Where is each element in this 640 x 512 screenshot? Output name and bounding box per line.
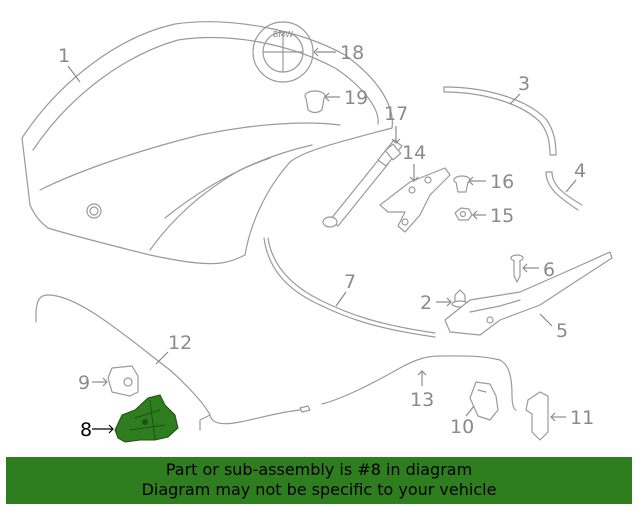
svg-text:1: 1 xyxy=(58,45,70,67)
callout-2: 2 xyxy=(420,292,452,314)
callout-3: 3 xyxy=(509,73,530,105)
callout-7: 7 xyxy=(335,271,356,307)
callout-16: 16 xyxy=(468,171,514,193)
svg-text:19: 19 xyxy=(344,87,368,109)
callout-13: 13 xyxy=(410,370,434,411)
info-banner: Part or sub-assembly is #8 in diagram Di… xyxy=(6,457,632,504)
lock-support-bracket[interactable] xyxy=(444,251,613,336)
svg-text:16: 16 xyxy=(490,171,514,193)
parts-diagram: BMW xyxy=(21,21,613,443)
callout-8: 8 xyxy=(80,419,114,441)
release-bracket[interactable] xyxy=(525,391,549,441)
svg-text:8: 8 xyxy=(80,419,92,441)
hood-lock-assembly[interactable] xyxy=(114,394,179,443)
callout-19: 19 xyxy=(324,87,368,109)
hood-seal-end[interactable] xyxy=(545,171,583,211)
svg-text:4: 4 xyxy=(574,160,586,182)
callout-6: 6 xyxy=(522,259,555,281)
callout-17: 17 xyxy=(384,103,408,144)
hood-gas-strut[interactable] xyxy=(322,139,403,228)
support-screw[interactable] xyxy=(510,254,524,283)
hood-hinge[interactable] xyxy=(379,167,451,233)
callout-10: 10 xyxy=(450,405,475,438)
svg-text:7: 7 xyxy=(344,271,356,293)
callout-14: 14 xyxy=(402,142,426,182)
svg-text:6: 6 xyxy=(543,259,555,281)
hinge-nut[interactable] xyxy=(454,207,473,221)
svg-text:12: 12 xyxy=(168,332,192,354)
svg-text:3: 3 xyxy=(518,73,530,95)
emblem-grommet[interactable] xyxy=(304,90,326,114)
bmw-emblem[interactable]: BMW xyxy=(252,21,314,83)
svg-text:14: 14 xyxy=(402,142,426,164)
svg-text:9: 9 xyxy=(78,372,90,394)
callout-11: 11 xyxy=(550,407,594,429)
callout-18: 18 xyxy=(313,42,364,64)
callout-15: 15 xyxy=(472,205,514,227)
callout-4: 4 xyxy=(565,160,586,193)
callout-1: 1 xyxy=(58,45,81,83)
release-handle[interactable] xyxy=(469,381,499,421)
callout-9: 9 xyxy=(78,372,108,394)
hood-seal-upper[interactable] xyxy=(443,86,557,156)
svg-text:11: 11 xyxy=(570,407,594,429)
cable-bracket[interactable] xyxy=(107,365,139,397)
svg-text:17: 17 xyxy=(384,103,408,125)
hood-release-cable[interactable] xyxy=(35,294,311,431)
hood-panel[interactable] xyxy=(21,21,393,265)
banner-part-line: Part or sub-assembly is #8 in diagram xyxy=(165,460,473,479)
banner-disclaimer-line: Diagram may not be specific to your vehi… xyxy=(141,480,497,499)
svg-text:10: 10 xyxy=(450,416,474,438)
svg-text:13: 13 xyxy=(410,389,434,411)
emblem-lettering: BMW xyxy=(273,30,293,39)
callout-5: 5 xyxy=(539,313,568,342)
svg-text:2: 2 xyxy=(420,292,432,314)
callout-12: 12 xyxy=(155,332,192,365)
hinge-bolt[interactable] xyxy=(453,175,471,193)
secondary-release-cable[interactable] xyxy=(321,355,517,411)
svg-text:18: 18 xyxy=(340,42,364,64)
svg-text:5: 5 xyxy=(556,320,568,342)
svg-text:15: 15 xyxy=(490,205,514,227)
hood-seal-lower[interactable] xyxy=(263,237,436,338)
